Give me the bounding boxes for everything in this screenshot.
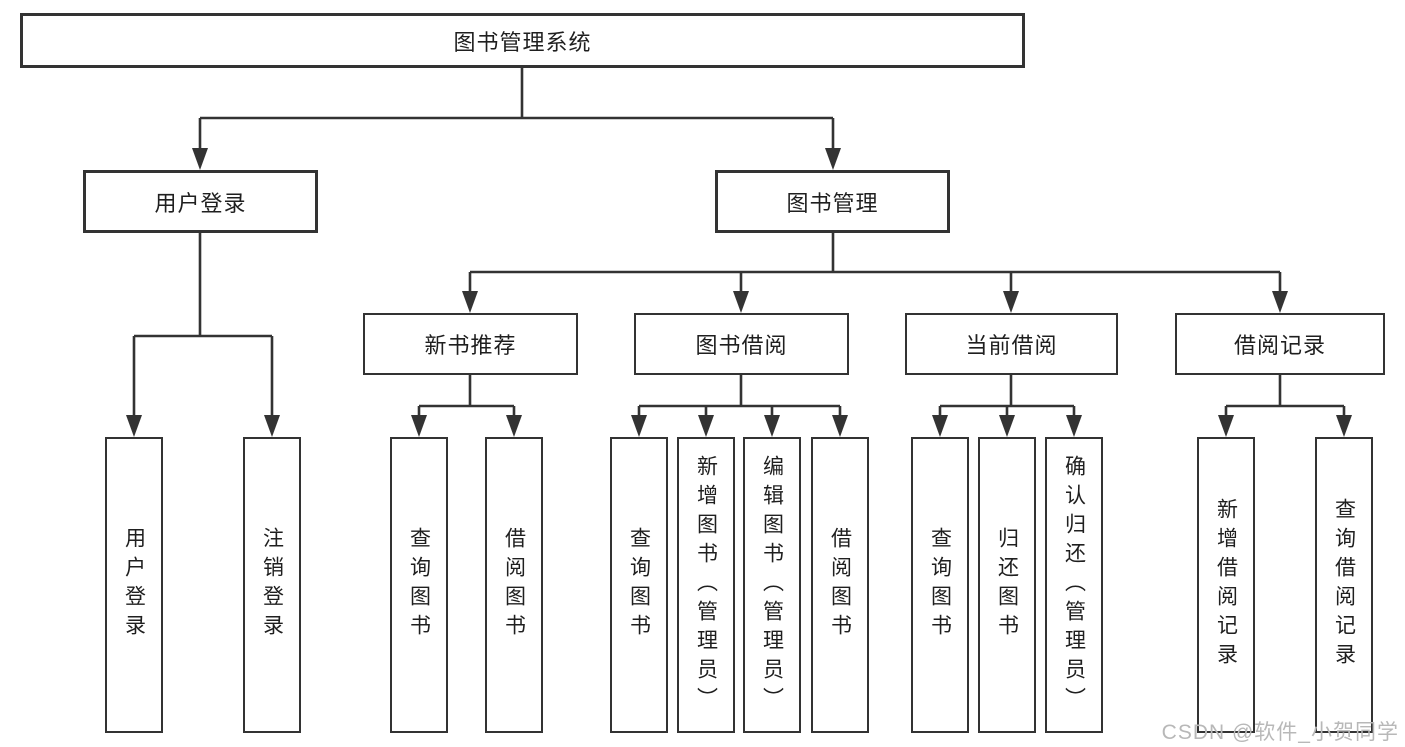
node-label: 当前借阅 — [965, 333, 1058, 358]
node-label: 编辑图书（管理员） — [760, 454, 784, 716]
node-label: 确认归还（管理员） — [1062, 454, 1086, 716]
node-label: 图书管理 — [786, 190, 879, 216]
tree-edges — [132, 68, 1346, 418]
edge-bookborrow-to-leaves — [637, 375, 842, 418]
node-new-book-recommendation: 新书推荐 — [363, 313, 578, 375]
leaf-logout: 注销登录 — [243, 437, 301, 733]
arrow-down-icon — [832, 415, 848, 437]
arrow-down-icon — [1336, 415, 1352, 437]
node-label: 用户登录 — [154, 190, 247, 216]
node-label: 查询图书 — [627, 527, 651, 643]
leaf-query-books-borrowing: 查询图书 — [610, 437, 668, 733]
arrow-down-icon — [1218, 415, 1234, 437]
node-label: 图书管理系统 — [453, 29, 592, 55]
edge-userlogin-to-leaves — [132, 233, 274, 418]
leaf-query-books-recommend: 查询图书 — [390, 437, 448, 733]
arrow-down-icon — [698, 415, 714, 437]
leaf-add-book-admin: 新增图书（管理员） — [677, 437, 735, 733]
edge-borrowrecord-to-leaves — [1224, 375, 1346, 418]
leaf-confirm-return-admin: 确认归还（管理员） — [1045, 437, 1103, 733]
arrow-down-icon — [631, 415, 647, 437]
leaf-add-borrow-record: 新增借阅记录 — [1197, 437, 1255, 733]
node-label: 用户登录 — [122, 527, 146, 643]
arrow-down-icon — [192, 148, 208, 170]
arrow-down-icon — [733, 291, 749, 313]
edge-currentborrow-to-leaves — [938, 375, 1076, 418]
leaf-edit-book-admin: 编辑图书（管理员） — [743, 437, 801, 733]
leaf-borrow-books-borrowing: 借阅图书 — [811, 437, 869, 733]
node-user-login: 用户登录 — [83, 170, 318, 233]
arrow-down-icon — [999, 415, 1015, 437]
edge-newbook-to-leaves — [417, 375, 516, 418]
node-label: 查询借阅记录 — [1332, 498, 1356, 672]
node-book-borrowing: 图书借阅 — [634, 313, 849, 375]
arrow-down-icon — [1066, 415, 1082, 437]
arrow-down-icon — [1272, 291, 1288, 313]
node-label: 新增借阅记录 — [1214, 498, 1238, 672]
leaf-query-books-current: 查询图书 — [911, 437, 969, 733]
node-label: 归还图书 — [995, 527, 1019, 643]
node-book-management: 图书管理 — [715, 170, 950, 233]
node-label: 查询图书 — [407, 527, 431, 643]
arrow-down-icon — [825, 148, 841, 170]
node-label: 注销登录 — [260, 527, 284, 643]
arrow-down-icon — [126, 415, 142, 437]
node-label: 查询图书 — [928, 527, 952, 643]
arrow-down-icon — [411, 415, 427, 437]
arrow-down-icon — [764, 415, 780, 437]
node-root-library-system: 图书管理系统 — [20, 13, 1025, 68]
node-label: 借阅图书 — [828, 527, 852, 643]
leaf-query-borrow-record: 查询借阅记录 — [1315, 437, 1373, 733]
arrow-down-icon — [932, 415, 948, 437]
leaf-borrow-books-recommend: 借阅图书 — [485, 437, 543, 733]
edge-root-to-level2 — [198, 68, 835, 151]
arrow-down-icon — [1003, 291, 1019, 313]
node-label: 图书借阅 — [695, 333, 788, 358]
node-label: 借阅图书 — [502, 527, 526, 643]
watermark-text: CSDN @软件_小贺同学 — [1161, 721, 1399, 744]
node-current-borrowing: 当前借阅 — [905, 313, 1118, 375]
leaf-return-book: 归还图书 — [978, 437, 1036, 733]
node-label: 借阅记录 — [1233, 333, 1326, 358]
node-label: 新增图书（管理员） — [694, 454, 718, 716]
leaf-user-login: 用户登录 — [105, 437, 163, 733]
node-label: 新书推荐 — [424, 333, 517, 358]
arrow-down-icon — [264, 415, 280, 437]
edge-bookmgmt-to-level3 — [468, 233, 1282, 294]
arrow-down-icon — [462, 291, 478, 313]
node-borrowing-records: 借阅记录 — [1175, 313, 1385, 375]
arrow-down-icon — [506, 415, 522, 437]
arrowheads — [126, 148, 1352, 437]
